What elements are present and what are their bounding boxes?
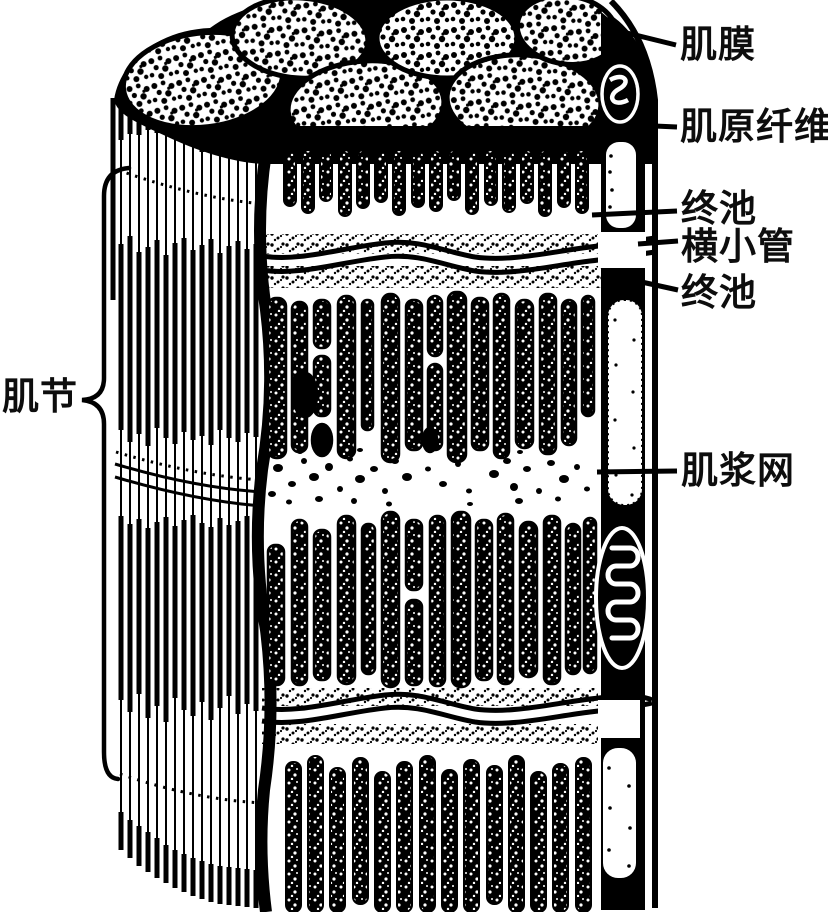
label-terminal-cisterna-low: 终池 bbox=[681, 272, 757, 313]
leader-sarcolemma bbox=[626, 30, 677, 48]
leader-terminal-cisterna-low bbox=[636, 278, 679, 293]
sr-finger-row-bottom bbox=[285, 755, 592, 912]
sr-tubules-upper bbox=[266, 290, 596, 464]
sarcolemma-outer-line bbox=[608, 0, 658, 908]
label-terminal-cisterna-top: 终池 bbox=[681, 188, 757, 229]
sarcomere-brace bbox=[81, 165, 132, 782]
sr-sac-middle bbox=[607, 299, 643, 506]
sr-finger-row-top bbox=[262, 126, 598, 217]
leader-transverse-tubule bbox=[637, 238, 679, 247]
panel-left-edge bbox=[251, 151, 277, 912]
mitochondrion-large bbox=[594, 526, 650, 670]
sr-tubules-lower bbox=[266, 510, 598, 689]
membrane-gap-top-triad2 bbox=[598, 232, 646, 268]
sr-sac-bottom bbox=[603, 748, 636, 878]
triad-lower bbox=[261, 688, 654, 744]
label-transverse-tubule: 横小管 bbox=[681, 226, 795, 267]
label-leader-lines bbox=[591, 30, 679, 475]
z-line-solid-arc-1 bbox=[114, 462, 263, 494]
mitochondrion-cristae-squiggle bbox=[608, 74, 630, 105]
triad-upper bbox=[261, 234, 656, 288]
sr-sac-top bbox=[606, 142, 636, 228]
z-line-solid-arc-2 bbox=[114, 475, 263, 508]
z-line-dotted-arc-top bbox=[117, 168, 264, 206]
mitochondrion-small bbox=[600, 64, 640, 124]
membrane-gap-bot-triad2 bbox=[598, 700, 640, 738]
myofibril-bundle bbox=[110, 91, 265, 908]
filament-thin-lines bbox=[120, 91, 257, 908]
leader-terminal-cisterna-top bbox=[591, 208, 678, 218]
t-tubule2-line-lower bbox=[261, 700, 653, 726]
mitochondrion-cristae-comb bbox=[605, 545, 641, 641]
fenestrated-collar bbox=[268, 448, 590, 507]
leader-sarcoplasmic-reticulum bbox=[596, 468, 678, 475]
terminal-cisterna-stipple-bot2 bbox=[262, 724, 598, 744]
label-sarcomere: 肌节 bbox=[2, 376, 78, 417]
label-sarcolemma: 肌膜 bbox=[680, 24, 756, 65]
label-sarcoplasmic-reticulum: 肌浆网 bbox=[681, 450, 795, 491]
z-line-arcs bbox=[114, 168, 265, 805]
label-myofibril: 肌原纤维 bbox=[680, 106, 828, 147]
t-tubule2-line-upper bbox=[261, 691, 654, 713]
z-line-dotted-arc-bottom bbox=[119, 772, 265, 805]
z-line-dotted-arc-mid bbox=[115, 450, 263, 482]
cross-section-blob bbox=[229, 0, 371, 81]
sarcoplasmic-reticulum-panel bbox=[251, 126, 656, 912]
leader-myofibril bbox=[632, 122, 678, 130]
sarcolemma-column bbox=[594, 0, 658, 910]
